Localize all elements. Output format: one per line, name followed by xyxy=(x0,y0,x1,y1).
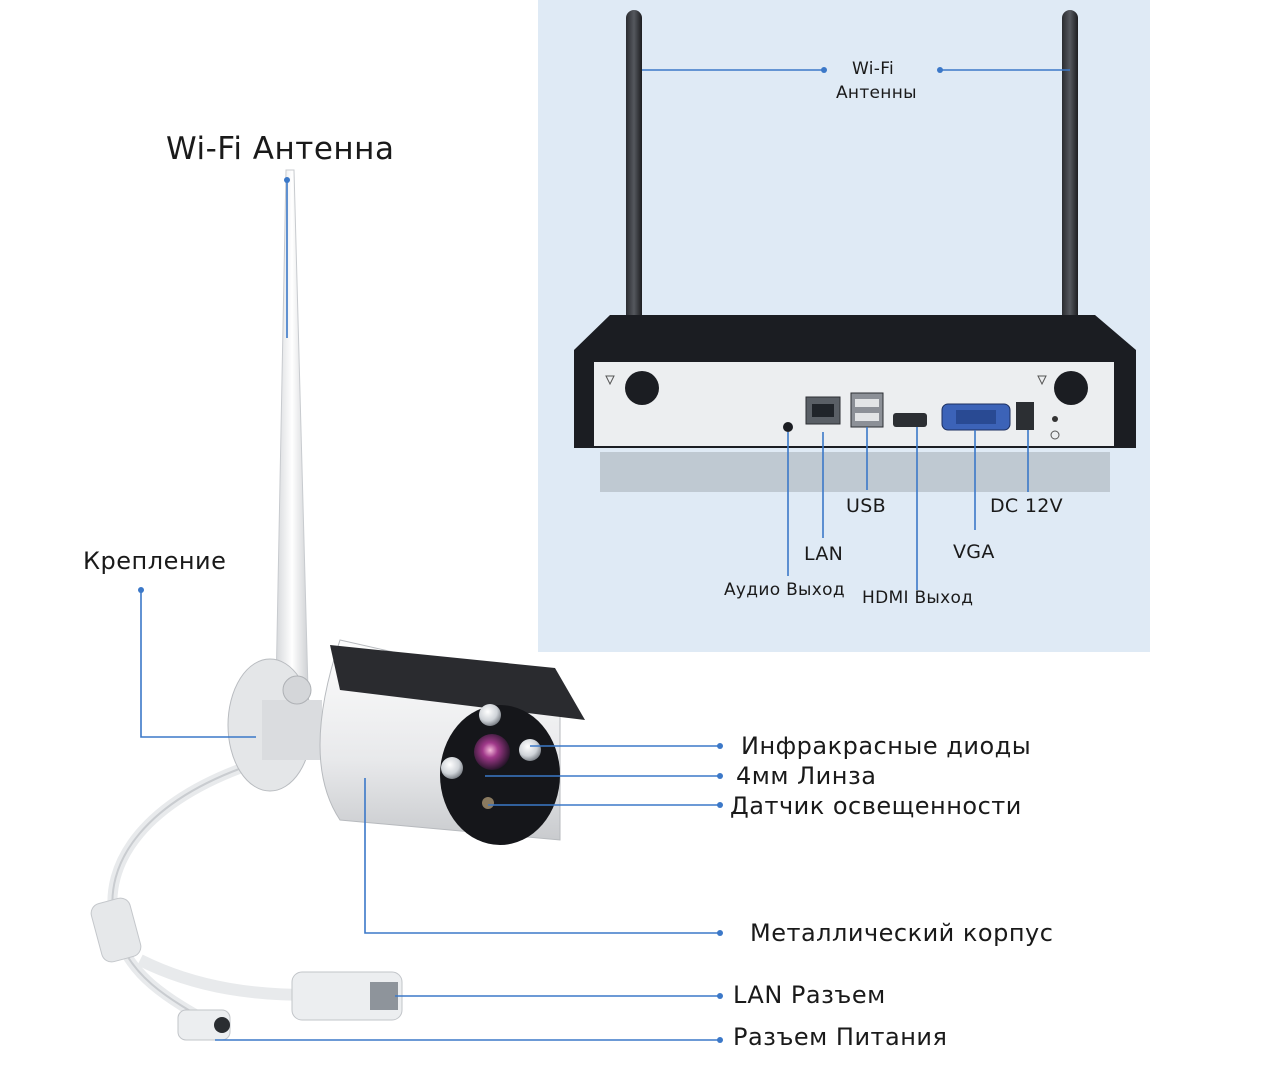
label-lens: 4мм Линза xyxy=(736,762,877,790)
camera-antenna xyxy=(275,169,309,691)
camera-device xyxy=(90,169,585,1041)
label-vga: VGA xyxy=(953,541,995,563)
antenna-mark-icon xyxy=(605,375,615,386)
label-ir-diodes: Инфракрасные диоды xyxy=(741,732,1032,760)
label-power-port: Разъем Питания xyxy=(733,1023,948,1051)
label-dc: DC 12V xyxy=(990,495,1063,517)
ir-led-icon xyxy=(519,739,541,761)
label-camera-antenna: Wi-Fi Антенна xyxy=(166,131,395,167)
label-hdmi-out: HDMI Выход xyxy=(862,588,974,608)
label-housing: Металлический корпус xyxy=(750,919,1054,947)
hdmi-port-icon xyxy=(893,413,927,427)
ir-led-icon xyxy=(441,757,463,779)
camera-leader-lines xyxy=(140,180,720,1041)
audio-jack-icon xyxy=(783,422,793,432)
ir-led-icon xyxy=(479,704,501,726)
label-lan: LAN xyxy=(804,543,844,565)
usb-port-icon xyxy=(850,392,884,428)
sun-shield xyxy=(330,645,585,720)
label-usb: USB xyxy=(846,495,886,517)
nvr-antenna-left xyxy=(626,10,642,405)
label-light-sensor: Датчик освещенности xyxy=(730,792,1022,820)
nvr-antenna-label-line2: Антенны xyxy=(836,83,917,103)
lens-icon xyxy=(474,734,510,770)
nvr-leader-lines xyxy=(642,69,1070,590)
light-sensor-icon xyxy=(482,797,494,809)
nvr-antenna-right xyxy=(1062,10,1078,405)
label-lan-port: LAN Разъем xyxy=(733,981,886,1009)
nvr-antenna-label-line1: Wi-Fi xyxy=(852,59,895,79)
dc-port-icon xyxy=(1016,402,1034,430)
label-mount: Крепление xyxy=(83,547,227,575)
label-audio-out: Аудио Выход xyxy=(724,580,845,600)
nvr-device xyxy=(574,10,1136,492)
